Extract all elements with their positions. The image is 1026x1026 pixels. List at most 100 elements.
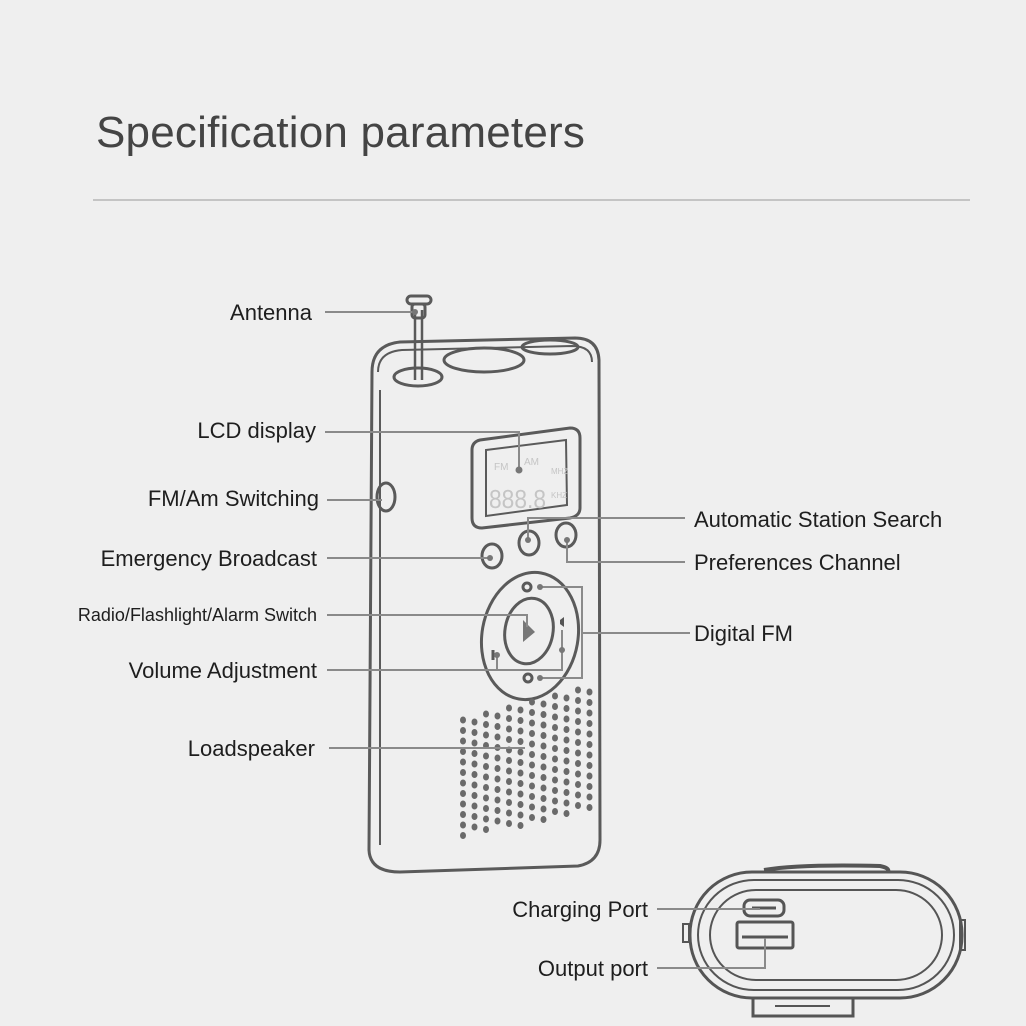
label-radio-switch: Radio/Flashlight/Alarm Switch <box>77 605 317 625</box>
speaker-hole <box>586 730 593 738</box>
speaker-hole <box>552 692 558 700</box>
speaker-hole <box>483 773 489 781</box>
speaker-hole <box>575 791 581 799</box>
speaker-hole <box>460 769 466 776</box>
speaker-hole <box>552 797 558 805</box>
speaker-hole <box>563 715 570 723</box>
speaker-hole <box>563 694 570 702</box>
speaker-hole <box>517 790 524 798</box>
speaker-hole <box>460 727 466 734</box>
speaker-hole <box>529 698 535 706</box>
speaker-hole <box>494 807 501 814</box>
speaker-hole <box>529 730 535 737</box>
speaker-hole <box>552 703 558 710</box>
speaker-hole <box>575 697 581 704</box>
speaker-hole <box>563 747 570 754</box>
speaker-hole <box>506 809 512 817</box>
speaker-hole <box>529 793 535 800</box>
label-loudspeaker: Loadspeaker <box>187 736 315 761</box>
radio-bottom-view <box>682 863 966 1018</box>
speaker-hole <box>460 800 466 808</box>
lcd-am: AM <box>524 457 539 468</box>
speaker-hole <box>494 765 501 772</box>
speaker-hole <box>586 804 593 811</box>
label-antenna: Antenna <box>230 300 312 325</box>
speaker-hole <box>540 816 547 823</box>
center-button <box>503 596 555 666</box>
speaker-hole <box>529 740 535 748</box>
speaker-hole <box>563 789 570 796</box>
speaker-hole <box>540 805 547 813</box>
speaker-hole <box>471 792 478 799</box>
speaker-hole <box>575 802 581 809</box>
speaker-hole <box>494 786 501 793</box>
top-hole <box>442 346 526 374</box>
speaker-hole <box>575 718 581 725</box>
speaker-hole <box>517 706 524 714</box>
speaker-hole <box>540 742 547 750</box>
speaker-hole <box>529 782 535 790</box>
speaker-hole <box>552 734 558 742</box>
speaker-hole <box>494 817 501 825</box>
radio-body <box>367 336 602 874</box>
speaker-hole <box>552 766 558 773</box>
speaker-hole <box>460 716 466 724</box>
leader-lines <box>325 311 766 969</box>
speaker-hole <box>506 736 512 743</box>
speaker-hole <box>552 745 558 752</box>
antenna-hole <box>392 366 444 388</box>
speaker-hole <box>540 700 547 708</box>
speaker-hole <box>460 790 466 797</box>
speaker-hole <box>517 727 524 735</box>
speaker-hole <box>540 711 547 718</box>
speaker-hole <box>586 762 593 769</box>
speaker-hole <box>471 760 478 768</box>
speaker-hole <box>552 808 558 815</box>
speaker-hole <box>506 725 512 733</box>
speaker-hole <box>586 751 593 759</box>
page-title: Specification parameters <box>96 108 586 157</box>
speaker-hole <box>506 778 512 785</box>
speaker-hole <box>586 709 593 717</box>
speaker-hole <box>494 723 501 730</box>
label-fm-am-switching: FM/Am Switching <box>147 486 319 511</box>
label-emergency-broadcast: Emergency Broadcast <box>100 546 317 571</box>
speaker-hole <box>529 709 535 716</box>
speaker-hole <box>517 822 524 829</box>
speaker-hole <box>586 793 593 801</box>
lcd-digits: 888.8 <box>489 484 546 514</box>
speaker-hole <box>506 788 512 796</box>
speaker-hole <box>483 752 489 760</box>
speaker-hole <box>460 811 466 818</box>
speaker-hole <box>575 707 581 715</box>
speaker-hole <box>529 772 535 779</box>
lcd-content: FM AM 888.8 MHZ KHZ <box>489 457 568 514</box>
speaker-hole <box>506 715 512 722</box>
speaker-hole <box>471 813 478 820</box>
control-dial <box>479 570 581 702</box>
speaker-hole <box>460 748 466 755</box>
speaker-hole <box>563 705 570 712</box>
speaker-hole <box>540 732 547 739</box>
speaker-hole <box>540 795 547 802</box>
speaker-hole <box>483 826 489 833</box>
speaker-hole <box>517 759 524 766</box>
speaker-hole <box>471 729 478 736</box>
speaker-hole <box>575 749 581 757</box>
label-lcd-display: LCD display <box>197 418 316 443</box>
leader-dots <box>412 309 570 681</box>
speaker-hole <box>517 748 524 756</box>
speaker-hole <box>506 767 512 775</box>
speaker-hole <box>540 784 547 792</box>
speaker-hole <box>529 719 535 727</box>
speaker-hole <box>563 726 570 733</box>
speaker-hole <box>483 815 489 823</box>
loudspeaker-grille <box>460 686 593 839</box>
speaker-hole <box>471 781 478 789</box>
speaker-hole <box>540 721 547 729</box>
speaker-hole <box>460 832 466 839</box>
speaker-hole <box>483 710 489 718</box>
speaker-hole <box>483 794 489 802</box>
label-digital-fm: Digital FM <box>694 621 794 646</box>
